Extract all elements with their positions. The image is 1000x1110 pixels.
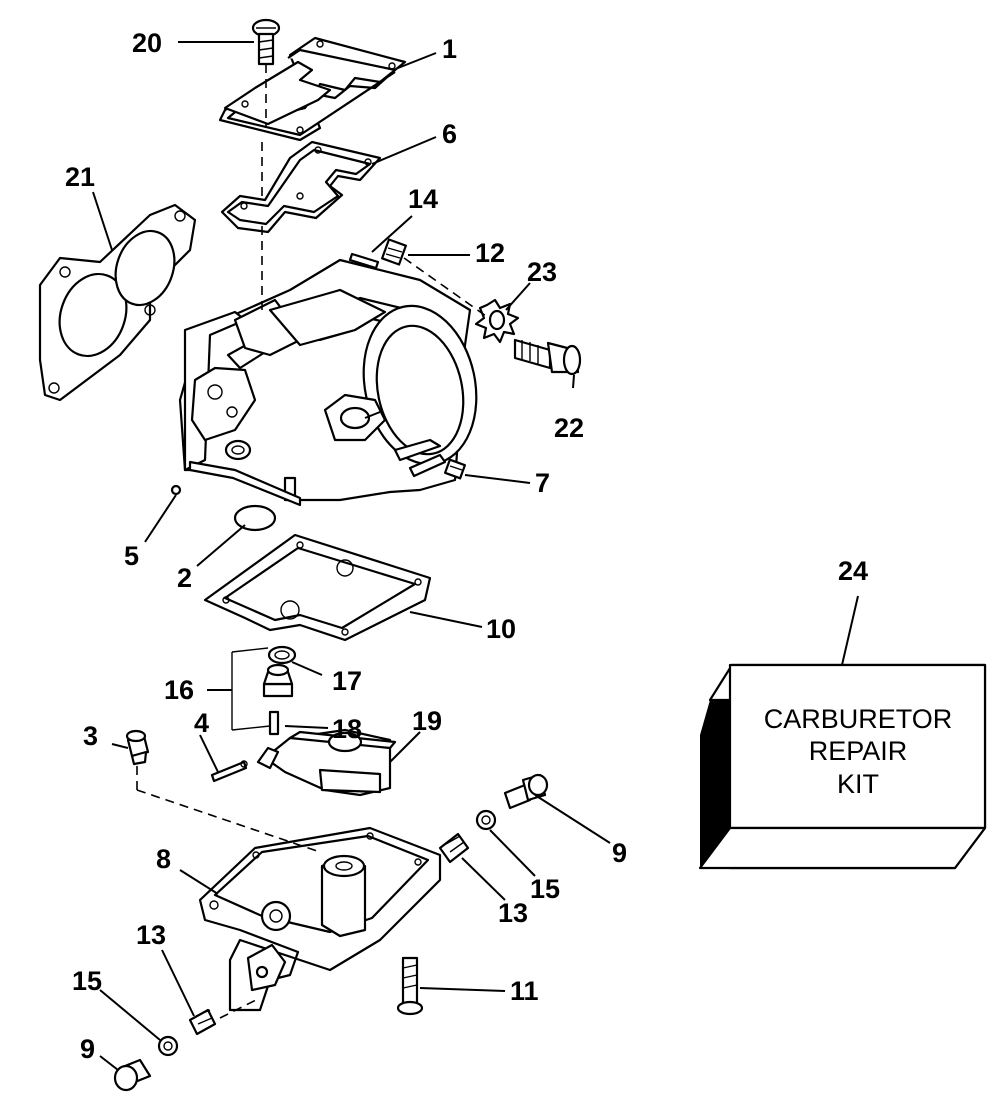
part-washer-15-upper (475, 809, 497, 831)
callout-12: 12 (475, 238, 505, 268)
part-gasket-6 (220, 140, 382, 234)
part-jet-3 (125, 729, 150, 766)
callout-4: 4 (194, 708, 209, 738)
callout-2: 2 (177, 563, 192, 593)
callout-24: 24 (838, 556, 868, 586)
part-screw-11 (396, 956, 424, 1016)
part-float-19 (256, 728, 397, 797)
callout-11: 11 (510, 976, 539, 1006)
assembly-lines (136, 64, 487, 1019)
part-needle-18 (268, 710, 280, 736)
part-jet-13-lower (188, 1008, 217, 1036)
part-plug-9-upper (503, 773, 549, 810)
kit-label-line-1: CARBURETOR (764, 704, 953, 734)
callout-15-upper: 15 (530, 874, 560, 904)
callout-18: 18 (332, 714, 362, 744)
callout-13-lower: 13 (136, 920, 166, 950)
part-washer-15-lower (157, 1035, 179, 1057)
part-screw-20 (251, 18, 281, 66)
callout-9-upper: 9 (612, 838, 627, 868)
part-washer-17 (267, 645, 297, 665)
part-float-bowl-8 (198, 826, 442, 1012)
kit-label-line-3: KIT (837, 769, 879, 799)
callout-17: 17 (332, 666, 362, 696)
callout-6: 6 (442, 119, 457, 149)
leader-lines (92, 41, 859, 1071)
callout-14: 14 (408, 184, 438, 214)
part-cover-plate-1 (218, 36, 407, 142)
callout-23: 23 (527, 257, 557, 287)
callout-20: 20 (132, 28, 162, 58)
part-pin-14 (348, 252, 380, 270)
callout-9-lower: 9 (80, 1034, 95, 1064)
callout-13-upper: 13 (498, 898, 528, 928)
callout-15-lower: 15 (72, 966, 102, 996)
part-jet-13-upper (438, 832, 470, 864)
callout-7: 7 (535, 468, 550, 498)
part-gasket-10 (203, 533, 432, 642)
callout-3: 3 (83, 721, 98, 751)
part-plug-12 (381, 238, 407, 266)
callout-1: 1 (442, 34, 457, 64)
part-spring-7 (443, 458, 467, 480)
part-needle-seat-16 (262, 663, 294, 698)
part-bolt-22 (513, 338, 582, 376)
part-ball-5 (170, 484, 182, 496)
repair-kit-box: CARBURETOR REPAIR KIT (698, 663, 987, 870)
part-plug-9-lower (113, 1058, 152, 1092)
callout-8: 8 (156, 844, 171, 874)
part-carburetor-body (178, 258, 478, 507)
callout-16: 16 (164, 675, 194, 705)
callout-19: 19 (412, 706, 442, 736)
callout-5: 5 (124, 541, 139, 571)
callout-10: 10 (486, 614, 516, 644)
callout-labels: 20 1 6 21 14 12 23 22 7 5 2 24 10 16 17 … (65, 28, 868, 1064)
kit-label-line-2: REPAIR (809, 736, 908, 766)
part-pin-4 (210, 760, 248, 783)
part-lock-washer-23 (474, 298, 520, 344)
callout-21: 21 (65, 162, 95, 192)
callout-22: 22 (554, 413, 584, 443)
part-flange-gasket-21 (38, 203, 197, 402)
part-disc-2 (233, 504, 277, 532)
